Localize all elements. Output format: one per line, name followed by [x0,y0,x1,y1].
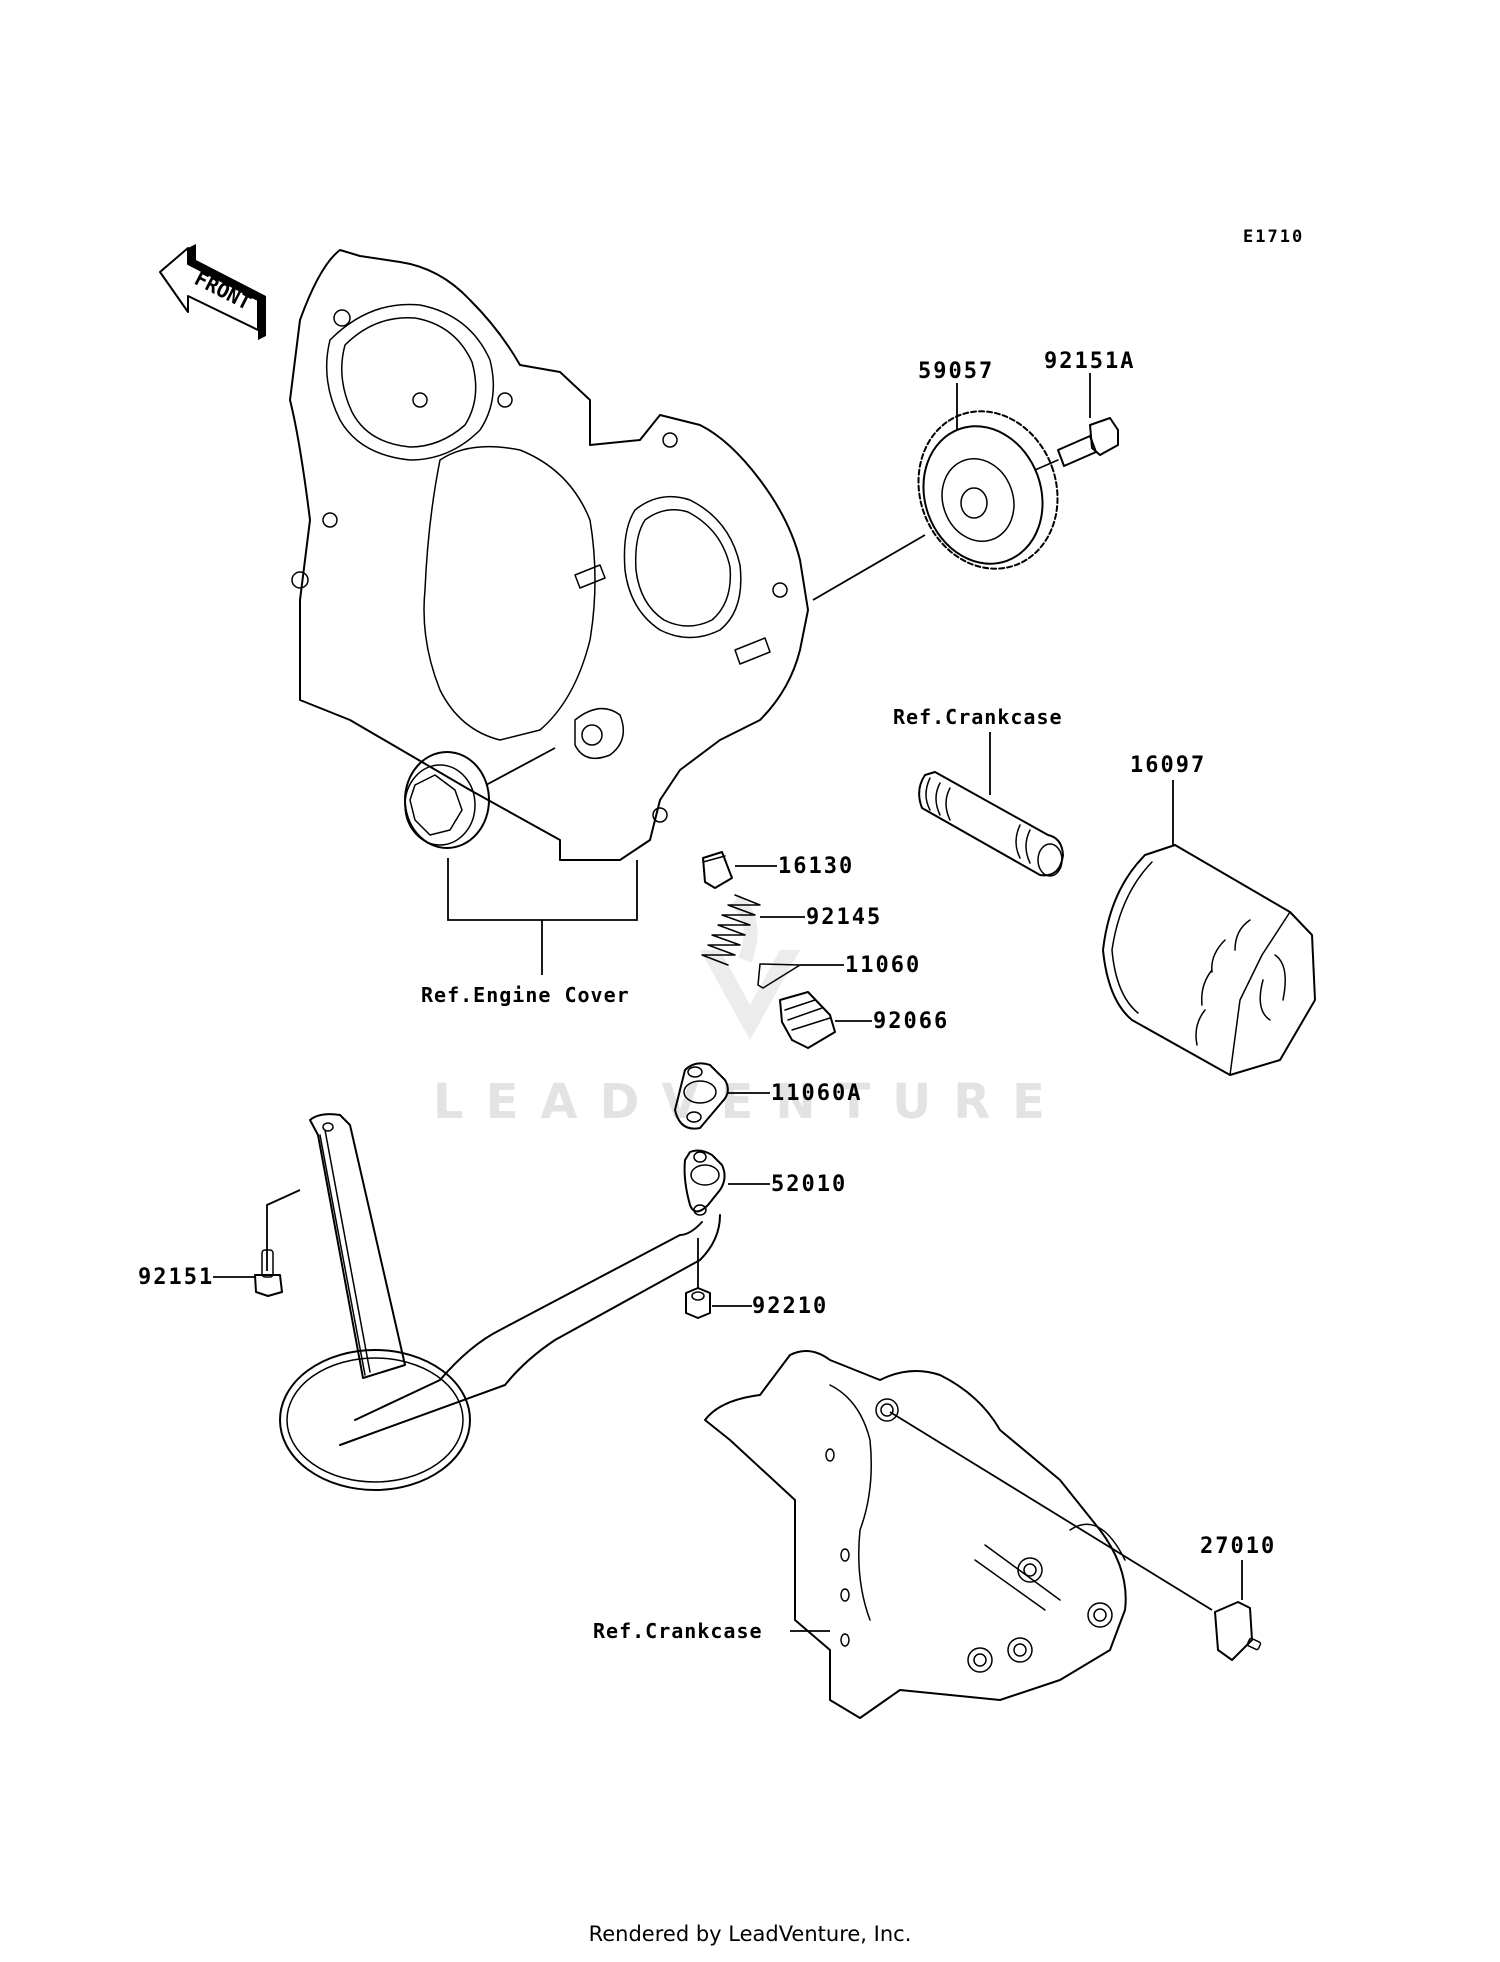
ref-crankcase-upper: Ref.Crankcase [893,705,1063,729]
diagram-code: E1710 [1243,227,1304,247]
nipple [918,771,1064,877]
bolt-92151 [254,1189,301,1297]
part-label-92145[interactable]: 92145 [806,905,882,930]
part-label-16130[interactable]: 16130 [778,854,854,879]
engine-cover [289,249,809,861]
watermark-logo-icon [700,950,800,1040]
part-label-52010[interactable]: 52010 [771,1172,847,1197]
watermark-text: LEADVENTURE [433,1074,1067,1130]
part-label-11060[interactable]: 11060 [845,953,921,978]
part-label-59057[interactable]: 59057 [918,359,994,384]
gear-leader-line [812,534,926,601]
gear-59057 [917,410,1059,570]
spring-92145 [701,894,761,966]
gasket-11060 [757,963,801,989]
front-arrow-icon: FRONT [159,244,266,340]
nut-92210 [685,1238,711,1319]
leader-line-switch [889,1411,1213,1611]
part-label-16097[interactable]: 16097 [1130,753,1206,778]
part-label-92210[interactable]: 92210 [752,1294,828,1319]
part-label-27010[interactable]: 27010 [1200,1534,1276,1559]
oil-strainer-52010 [279,1113,726,1491]
plug-92066 [779,991,836,1049]
crankcase-lower [704,1350,1127,1719]
plunger-16130 [702,851,733,889]
footer-credit: Rendered by LeadVenture, Inc. [588,1922,912,1946]
rotor-leader-line [485,747,556,786]
rotor [404,751,490,849]
oil-filter-16097 [1102,844,1316,1076]
part-label-92151A[interactable]: 92151A [1044,349,1135,374]
bolt-92151a [1034,417,1119,471]
oil-pressure-switch-27010 [1214,1601,1262,1661]
part-label-92151[interactable]: 92151 [138,1265,214,1290]
watermark: LEADVENTURE [433,894,1067,1130]
part-label-92066[interactable]: 92066 [873,1009,949,1034]
ref-crankcase-lower: Ref.Crankcase [593,1619,763,1643]
ref-engine-cover: Ref.Engine Cover [421,983,630,1007]
engine-cover-bracket [447,858,638,921]
part-label-11060A[interactable]: 11060A [771,1081,862,1106]
